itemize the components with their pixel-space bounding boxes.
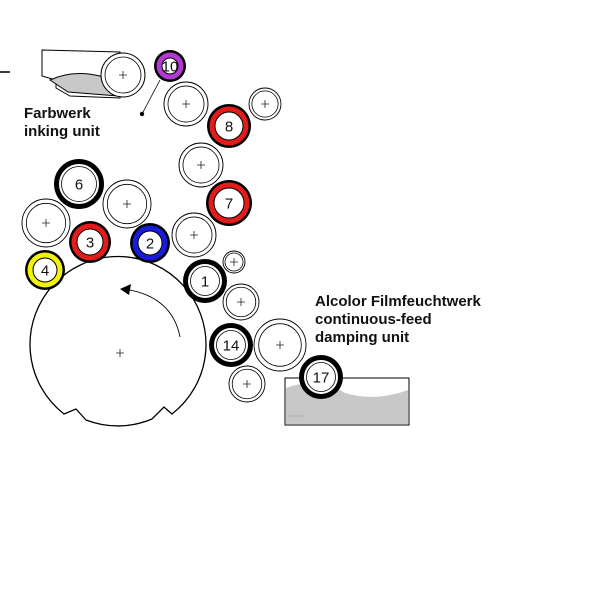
ink-fountain: [41, 49, 146, 99]
roller-14: 14: [209, 323, 253, 367]
roller-7: 7: [206, 180, 252, 226]
roller: [102, 179, 152, 229]
damping-unit-label-de: Alcolor Filmfeuchtwerk: [315, 293, 482, 310]
roller: [253, 318, 307, 372]
inking-unit-label-de: Farbwerk: [24, 105, 91, 122]
pointer-dot: [139, 111, 145, 117]
roller-number: 10: [162, 59, 179, 76]
roller-number: 6: [75, 177, 83, 194]
roller: [228, 365, 266, 403]
roller: [222, 250, 246, 274]
inking-unit-label-en: inking unit: [24, 123, 100, 140]
roller: [222, 283, 260, 321]
damping-unit-label-en-2: damping unit: [315, 329, 409, 346]
roller: [21, 198, 71, 248]
roller-3: 3: [69, 221, 111, 263]
roller: [178, 142, 224, 188]
roller-number: 8: [225, 119, 233, 136]
arrow-head-icon: [120, 284, 131, 295]
roller-1: 1: [183, 259, 227, 303]
plain-rollers: [21, 81, 307, 403]
roller: [171, 212, 217, 258]
roller-number: 4: [41, 263, 49, 280]
roller-number: 3: [86, 235, 94, 252]
rotation-arrow: [123, 288, 181, 338]
roller-8: 8: [207, 104, 251, 148]
roller-number: 2: [146, 236, 154, 253]
roller-number: 17: [313, 370, 330, 387]
roller-10: 10: [154, 50, 186, 82]
roller-number: 7: [225, 196, 233, 213]
roller-17: 17: [299, 355, 343, 399]
numbered-rollers: 10 8 6 7 3 2 4 1 14 17: [25, 50, 343, 399]
roller-4: 4: [25, 250, 65, 290]
roller-number: 1: [201, 274, 209, 291]
damping-unit-label-en-1: continuous-feed: [315, 311, 432, 328]
roller-2: 2: [130, 223, 170, 263]
roller: [248, 87, 282, 121]
roller-6: 6: [54, 159, 104, 209]
roller: [163, 81, 209, 127]
roller-number: 14: [223, 338, 240, 355]
plate-cylinder: [29, 255, 207, 427]
pointer-line: [141, 79, 161, 115]
